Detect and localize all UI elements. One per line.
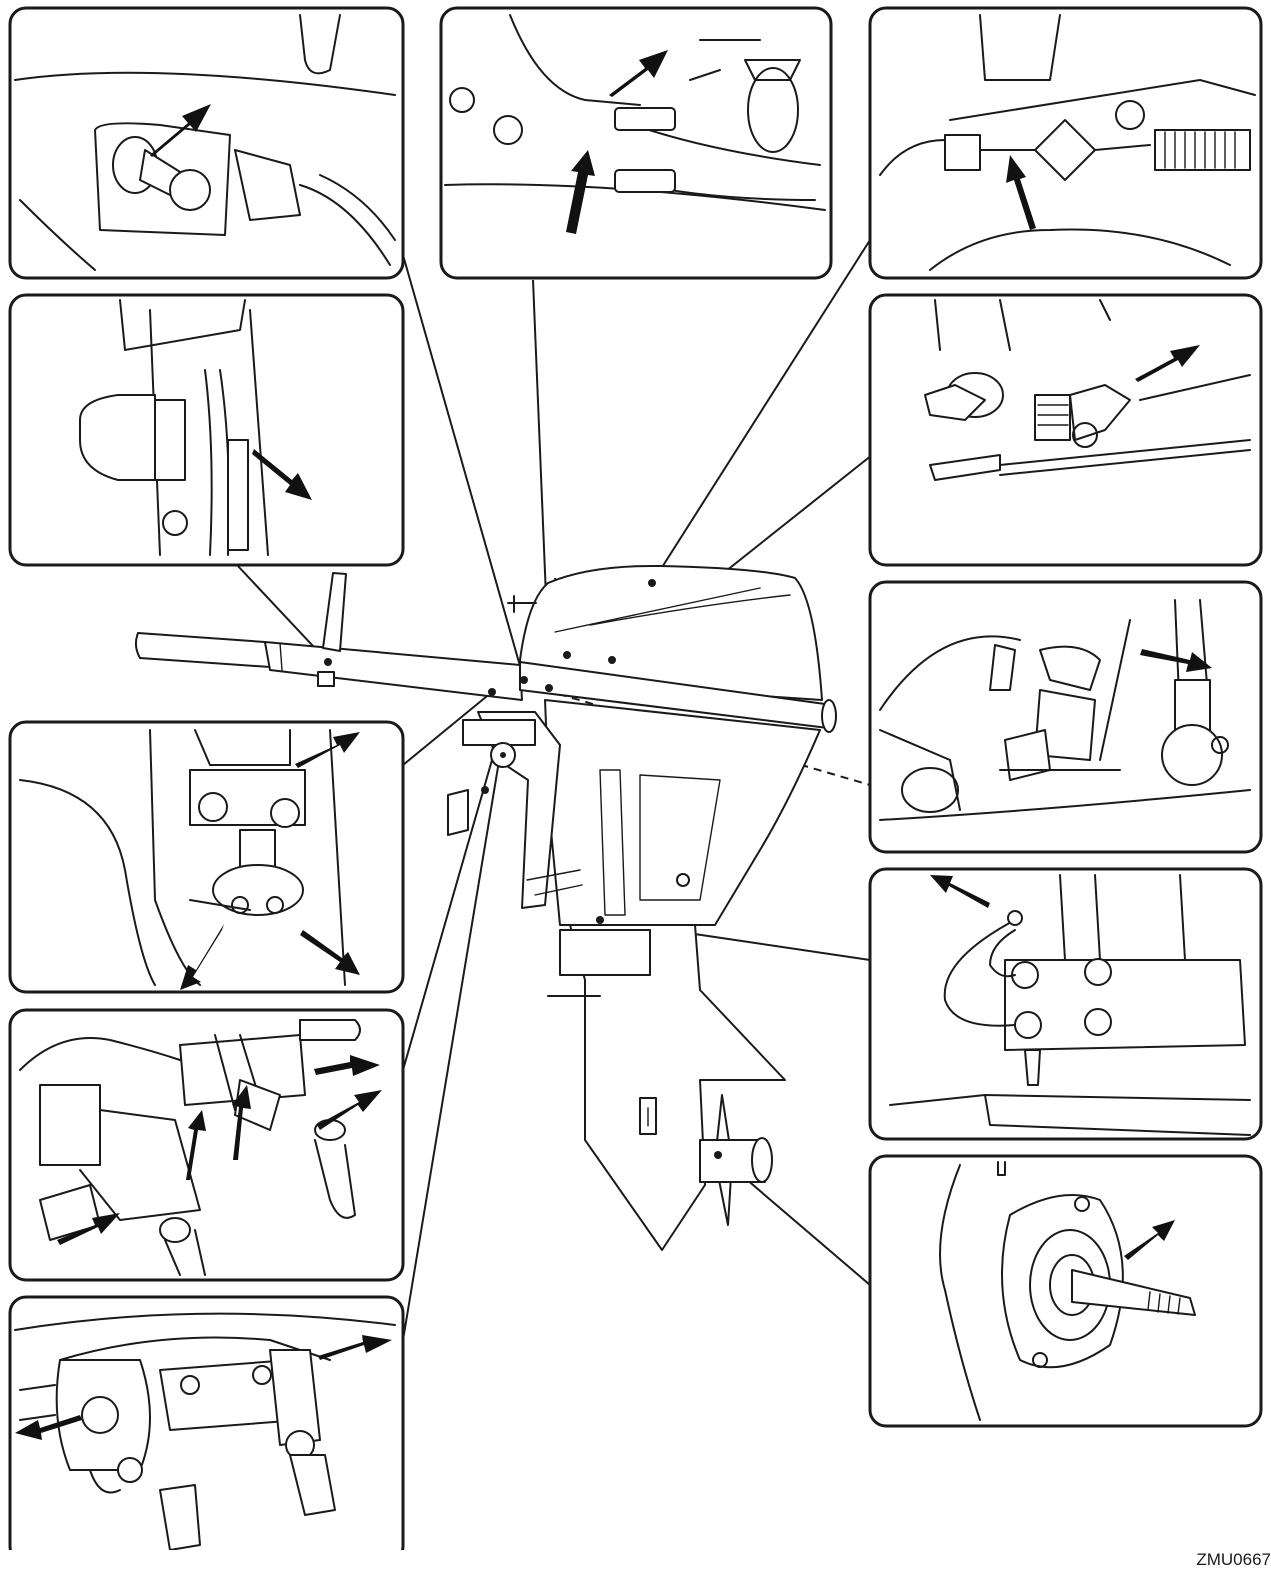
top-cowling (507, 564, 837, 733)
detail-clamp-screws (8, 1295, 405, 1550)
outboard-motor (134, 564, 837, 1251)
clamp-bracket (447, 688, 583, 909)
detail-steering-friction (8, 293, 405, 567)
propeller (699, 1094, 773, 1226)
detail-shift-rod-joint (8, 720, 405, 994)
figure-code-label: ZMU0667 (1196, 1550, 1271, 1569)
detail-carburetor-linkage (868, 293, 1263, 567)
detail-throttle-cam (868, 580, 1263, 854)
midsection (544, 699, 821, 926)
detail-swivel-bracket (8, 1008, 405, 1282)
lower-unit (547, 916, 786, 1251)
detail-propeller-shaft (868, 1154, 1263, 1428)
tiller-handle (134, 572, 523, 701)
detail-tilt-lock-pin (8, 6, 405, 280)
detail-ground-lead (868, 867, 1263, 1141)
detail-throttle-cables (439, 6, 833, 280)
detail-choke-linkage (868, 6, 1263, 280)
